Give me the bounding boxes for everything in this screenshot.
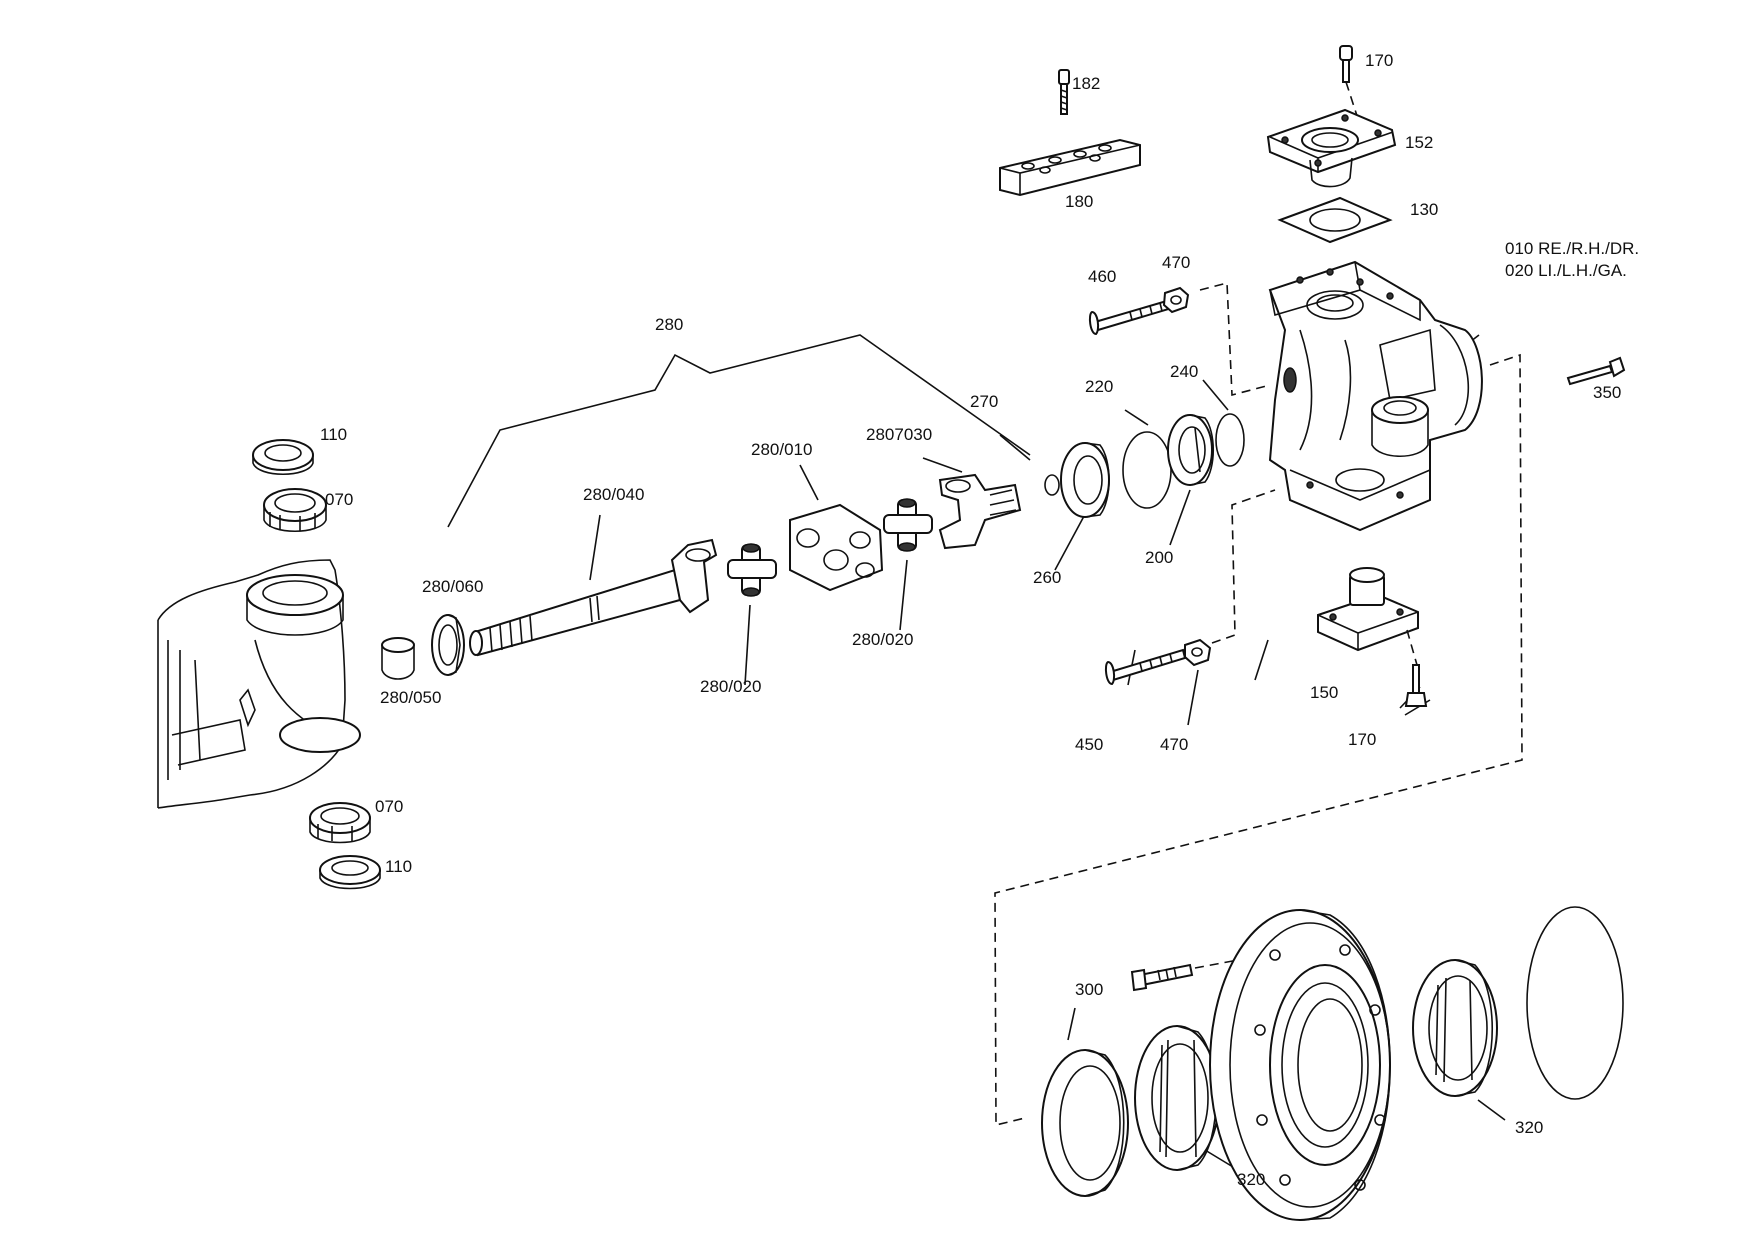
hub-flange (1209, 909, 1391, 1221)
seal-260 (1060, 442, 1110, 518)
callout-150: 150 (1310, 683, 1338, 702)
circlip-220 (1122, 431, 1172, 509)
callout-110-top: 110 (320, 425, 347, 444)
gasket-130 (1277, 196, 1393, 244)
callout-110-bottom: 110 (385, 857, 412, 876)
callout-350: 350 (1593, 383, 1621, 402)
callout-130: 130 (1410, 200, 1438, 219)
seal-300 (1041, 1049, 1129, 1197)
bolt-182 (1058, 69, 1070, 115)
circlip-270 (1044, 474, 1060, 496)
o-ring (1526, 906, 1624, 1100)
circlip-240 (1215, 413, 1245, 467)
callout-labels: 110 070 070 110 280 280/060 280/050 280/… (320, 51, 1639, 1189)
callout-280-050: 280/050 (380, 688, 441, 707)
bearing-320-left (1134, 1025, 1220, 1171)
callout-280-020-b: 280/020 (852, 630, 913, 649)
callout-182: 182 (1072, 74, 1100, 93)
callout-320-right: 320 (1515, 1118, 1543, 1137)
cover-152 (1266, 108, 1397, 188)
bolt-450 (1104, 648, 1187, 686)
callout-070-bottom: 070 (375, 797, 403, 816)
callout-300: 300 (1075, 980, 1103, 999)
steering-knuckle (1268, 260, 1483, 532)
callout-280-060: 280/060 (422, 577, 483, 596)
callout-470-top: 470 (1162, 253, 1190, 272)
bearing-320-right (1412, 959, 1498, 1097)
stud-bolt (1130, 963, 1194, 992)
bolt-350 (1566, 356, 1626, 386)
callout-280-010: 280/010 (751, 440, 812, 459)
yoke-2807030 (938, 473, 1022, 550)
callout-320-left: 320 (1237, 1170, 1265, 1189)
assembly-line-stud (1194, 954, 1266, 969)
callout-170-bottom: 170 (1348, 730, 1376, 749)
axle-shaft-280-040 (469, 538, 718, 657)
bolt-170-bottom (1404, 664, 1428, 707)
seal-ring-110-bottom (319, 855, 381, 890)
assembly-line-top (1199, 281, 1271, 397)
callout-280: 280 (655, 315, 683, 334)
bolt-460 (1088, 298, 1174, 336)
assembly-line-150 (1406, 629, 1418, 666)
cross-joint-280-020-b (883, 498, 933, 552)
callout-020: 020 LI./L.H./GA. (1505, 261, 1627, 280)
nut-470-bottom (1184, 638, 1212, 667)
callout-180: 180 (1065, 192, 1093, 211)
callout-070-top: 070 (325, 490, 353, 509)
bush-280-050 (381, 637, 415, 680)
plate-180 (999, 138, 1141, 197)
callout-2807030: 2807030 (866, 425, 932, 444)
seal-ring-110-top (252, 439, 314, 476)
assembly-line-hub (994, 353, 1523, 1127)
callout-470-bottom: 470 (1160, 735, 1188, 754)
axle-housing (157, 559, 361, 809)
callout-460: 460 (1088, 267, 1116, 286)
nut-470-top (1162, 286, 1190, 314)
callout-010: 010 RE./R.H./DR. (1505, 239, 1639, 258)
callout-280-040: 280/040 (583, 485, 644, 504)
bearing-070-top (263, 488, 327, 533)
callout-270: 270 (970, 392, 998, 411)
callout-220: 220 (1085, 377, 1113, 396)
thrust-washer-280-060 (431, 614, 465, 676)
callout-152: 152 (1405, 133, 1433, 152)
callout-170-top: 170 (1365, 51, 1393, 70)
bearing-200 (1167, 414, 1214, 486)
callout-200: 200 (1145, 548, 1173, 567)
cap-150 (1317, 567, 1419, 652)
callout-280-020-a: 280/020 (700, 677, 761, 696)
cross-joint-280-020-a (727, 543, 777, 597)
bolt-170-top (1339, 45, 1353, 83)
assembly-line-bottom (1211, 489, 1276, 644)
bearing-070-bottom (309, 802, 371, 844)
callout-240: 240 (1170, 362, 1198, 381)
double-yoke-280-010 (789, 503, 884, 592)
callout-260: 260 (1033, 568, 1061, 587)
callout-450: 450 (1075, 735, 1103, 754)
